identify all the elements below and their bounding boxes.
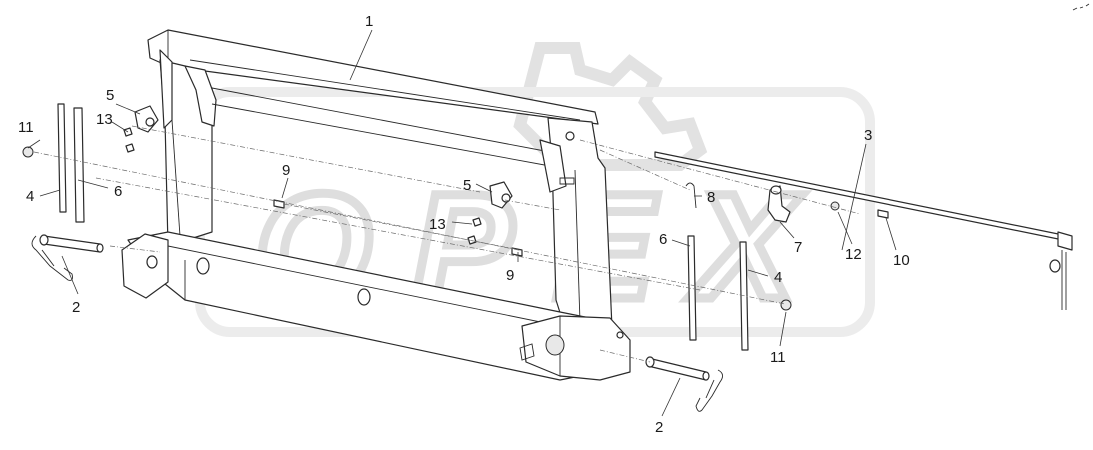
callout-4-left: 4 <box>26 188 34 205</box>
callout-1: 1 <box>365 13 373 30</box>
callout-9-right: 9 <box>506 267 514 284</box>
assembly-centerlines <box>33 125 861 363</box>
part-2-hitch-pin-left <box>31 234 104 281</box>
callout-8: 8 <box>707 189 715 206</box>
part-4-strip-left <box>57 103 67 213</box>
part-5-block-right <box>489 181 513 209</box>
part-6-strip-right <box>687 235 697 341</box>
callout-11-right: 11 <box>770 349 786 366</box>
leader-lines <box>27 29 897 417</box>
callout-13-left: 13 <box>96 111 113 128</box>
part-11-nut-left <box>22 146 34 158</box>
callout-9-left: 9 <box>282 162 290 179</box>
corner-marks <box>1072 3 1090 11</box>
callout-13-right: 13 <box>429 216 446 233</box>
callout-7: 7 <box>794 239 802 256</box>
callout-12: 12 <box>845 246 862 263</box>
part-10-bolt <box>877 209 889 219</box>
callout-10: 10 <box>893 252 910 269</box>
callout-5-left: 5 <box>106 87 114 104</box>
part-2-hitch-pin-right <box>645 356 723 412</box>
part-8-spring-pin <box>685 182 697 209</box>
callout-4-right: 4 <box>774 269 782 286</box>
part-11-nut-right <box>780 299 792 311</box>
callout-5-right: 5 <box>463 177 471 194</box>
part-9-bolt-left <box>273 199 285 209</box>
part-7-bracket <box>767 185 791 223</box>
part-12-nut <box>830 201 840 211</box>
part-5-block-left <box>134 105 159 133</box>
part-6-strip-left <box>73 107 85 223</box>
part-13-pins-right <box>467 217 482 245</box>
callout-6-right: 6 <box>659 231 667 248</box>
part-1-main-frame <box>121 29 631 381</box>
callout-2-left: 2 <box>72 299 80 316</box>
part-13-pins-left <box>123 127 135 153</box>
callout-11-left: 11 <box>18 119 34 136</box>
callout-6-left: 6 <box>114 183 122 200</box>
part-3-rod <box>654 151 1073 310</box>
callout-3: 3 <box>864 127 872 144</box>
callouts: 1 2 2 3 4 4 5 5 6 6 7 8 9 9 10 11 11 12 … <box>18 13 910 436</box>
part-9-bolt-right <box>511 247 523 257</box>
callout-2-right: 2 <box>655 419 663 436</box>
